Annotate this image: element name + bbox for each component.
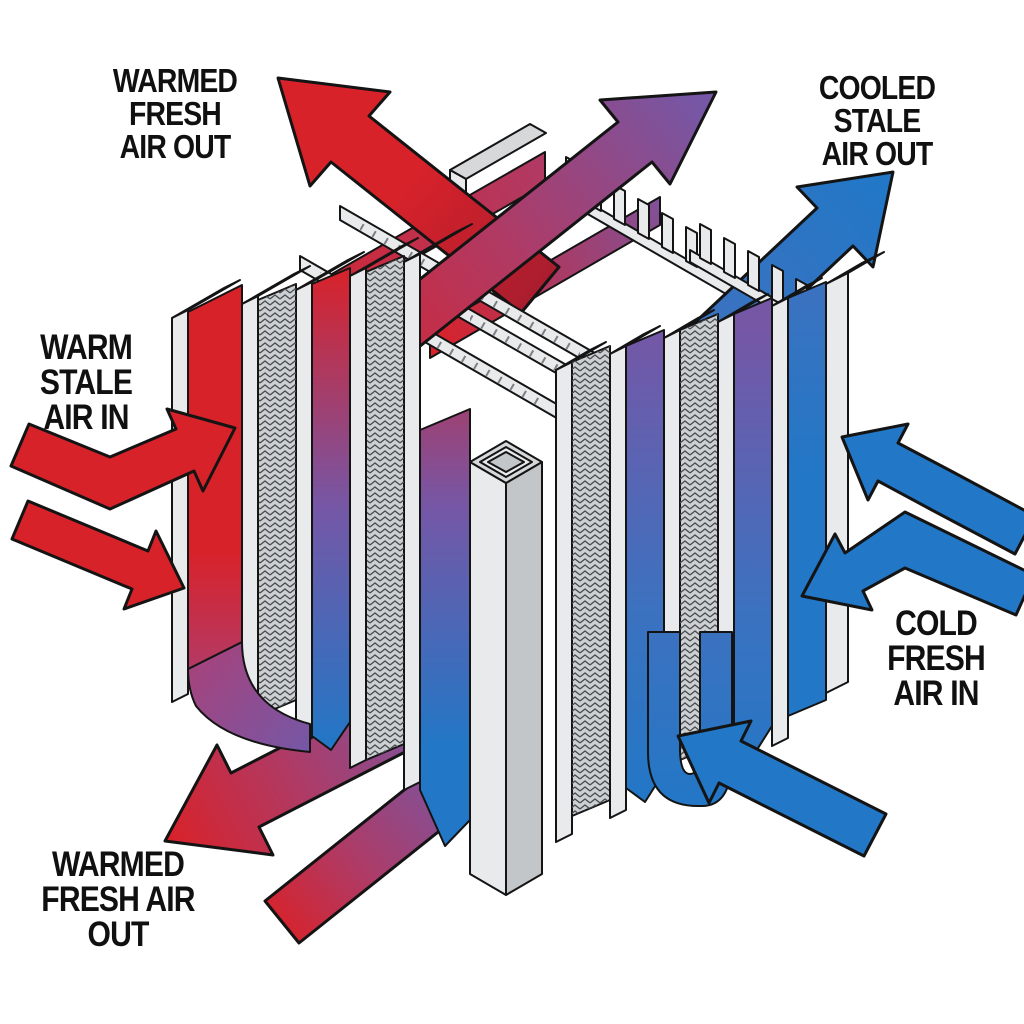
label-line: AIR IN <box>43 398 129 437</box>
label-line: OUT <box>87 915 150 954</box>
label-line: WARMED <box>112 62 238 99</box>
label-line: FRESH <box>129 95 222 132</box>
label-line: COOLED <box>818 69 936 106</box>
label-line: FRESH <box>887 639 986 678</box>
cold-fresh-air-in-arrow-bottom <box>676 719 888 858</box>
label-line: WARM <box>40 328 133 367</box>
label-warm-stale-air-in: WARM STALE AIR IN <box>12 330 160 435</box>
label-cooled-stale-air-out: COOLED STALE AIR OUT <box>757 71 998 170</box>
label-line: WARMED <box>52 845 185 884</box>
label-line: AIR OUT <box>119 128 232 165</box>
cold-fresh-air-in-arrow-upper <box>840 422 1024 556</box>
hot-cold-channel <box>311 267 351 751</box>
warm-stale-air-in-arrow-upper <box>9 407 237 511</box>
label-warmed-fresh-air-out-top: WARMED FRESH AIR OUT <box>55 64 296 163</box>
label-line: AIR IN <box>893 674 979 713</box>
label-line: STALE <box>39 363 133 402</box>
core-central-column <box>469 440 543 896</box>
label-line: STALE <box>833 102 921 139</box>
warm-stale-air-in-arrow-lower <box>10 499 186 611</box>
label-cold-fresh-air-in: COLD FRESH AIR IN <box>841 606 1024 711</box>
label-warmed-fresh-air-out-bottom: WARMED FRESH AIR OUT <box>25 847 211 952</box>
label-line: AIR OUT <box>821 135 934 172</box>
right-blue-channel-band <box>787 281 827 717</box>
label-line: COLD <box>895 604 978 643</box>
warm-stale-down-channel-bend <box>187 641 311 753</box>
blue-channel <box>733 297 773 757</box>
label-line: FRESH AIR <box>41 880 195 919</box>
hot-cold-channel <box>419 408 471 847</box>
core-left-plate-group <box>171 223 473 847</box>
cold-fresh-air-in-arrow-lower <box>800 510 1024 617</box>
